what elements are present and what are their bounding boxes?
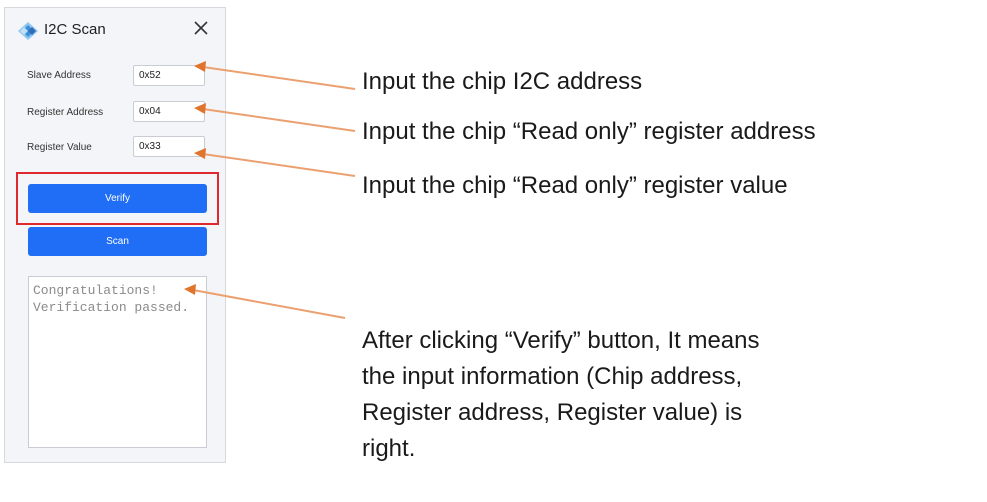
close-icon[interactable] xyxy=(191,18,211,38)
register-address-label: Register Address xyxy=(27,107,104,118)
register-value-input[interactable] xyxy=(133,136,205,157)
annotation-verify: After clicking “Verify” button, It means… xyxy=(362,323,760,467)
result-output: Congratulations! Verification passed. xyxy=(28,276,207,448)
titlebar: I2C Scan xyxy=(5,8,225,50)
annotation-verify-line-2: the input information (Chip address, xyxy=(362,363,743,390)
scan-button[interactable]: Scan xyxy=(28,227,207,256)
annotation-verify-line-3: Register address, Register value) is xyxy=(362,399,743,426)
annotation-verify-line-1: After clicking “Verify” button, It means xyxy=(362,327,760,354)
verify-highlight-box xyxy=(16,172,219,225)
register-address-input[interactable] xyxy=(133,101,205,122)
slave-address-input[interactable] xyxy=(133,65,205,86)
slave-address-label: Slave Address xyxy=(27,70,91,81)
window-title: I2C Scan xyxy=(44,21,106,38)
annotation-slave-address: Input the chip I2C address xyxy=(362,68,643,95)
verify-button[interactable]: Verify xyxy=(28,184,207,213)
annotation-verify-line-4: right. xyxy=(362,435,416,462)
annotation-register-address: Input the chip “Read only” register addr… xyxy=(362,118,816,145)
register-value-label: Register Value xyxy=(27,142,92,153)
annotation-register-value: Input the chip “Read only” register valu… xyxy=(362,172,788,199)
diamond-logo-icon xyxy=(18,22,38,40)
i2c-scan-window: I2C Scan Slave Address Register Address … xyxy=(4,7,226,463)
